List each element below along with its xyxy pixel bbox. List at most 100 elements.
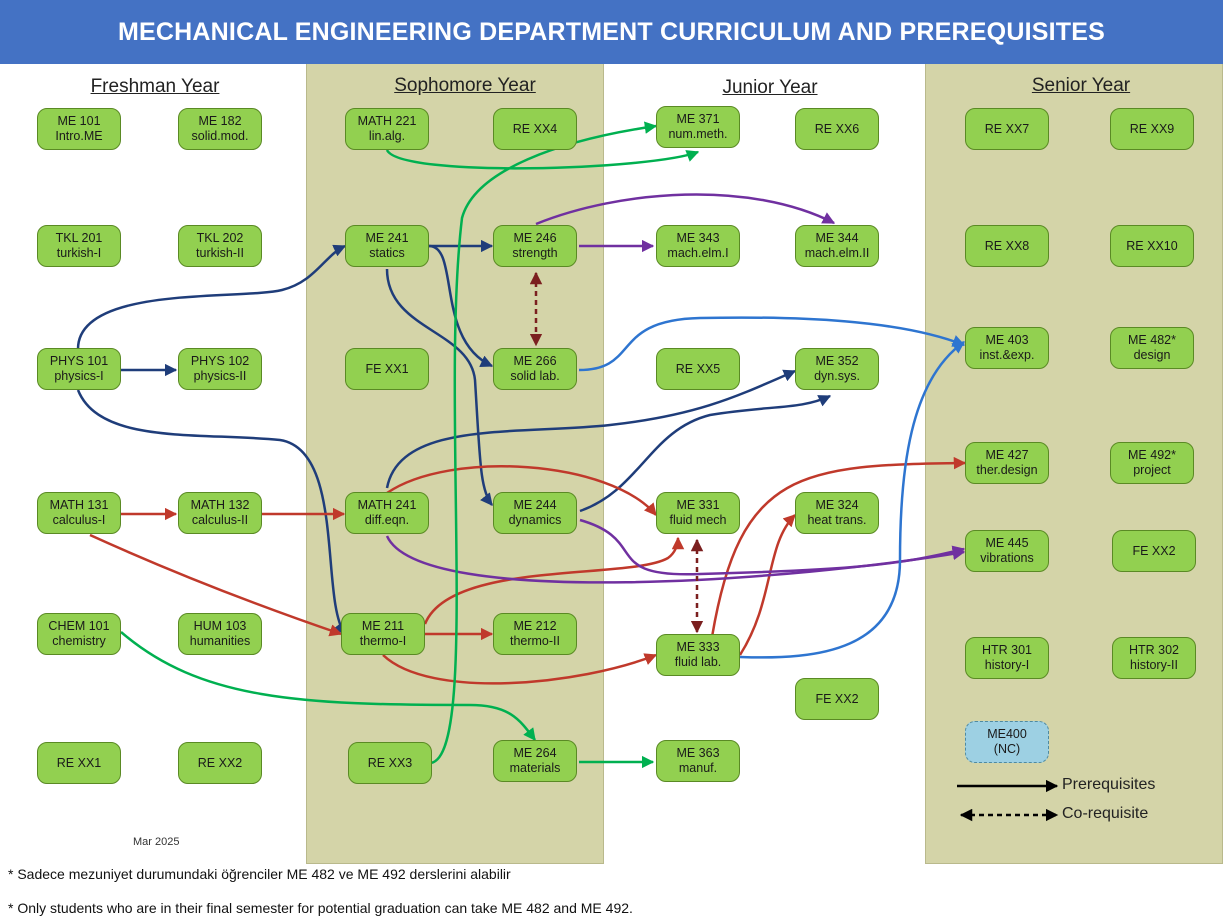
course-rexx8[interactable]: RE XX8 (965, 225, 1049, 267)
course-fexx2-junior[interactable]: FE XX2 (795, 678, 879, 720)
course-code: MATH 221 (357, 114, 417, 128)
course-code: ME 427 (985, 448, 1029, 462)
course-name: thermo-II (509, 634, 560, 648)
course-me492[interactable]: ME 492*project (1110, 442, 1194, 484)
course-fexx1[interactable]: FE XX1 (345, 348, 429, 390)
arrow-me333-me427 (710, 456, 967, 638)
course-name: physics-I (54, 369, 104, 383)
course-name: turkish-I (56, 246, 102, 260)
course-name: lin.alg. (368, 129, 406, 143)
course-code: HTR 302 (1128, 643, 1180, 657)
arrow-math241-me352 (385, 369, 797, 489)
course-name: statics (369, 246, 405, 260)
course-rexx10[interactable]: RE XX10 (1110, 225, 1194, 267)
course-rexx9[interactable]: RE XX9 (1110, 108, 1194, 150)
course-name: history-II (1130, 658, 1178, 672)
course-rexx7[interactable]: RE XX7 (965, 108, 1049, 150)
footnote-english: * Only students who are in their final s… (8, 900, 633, 916)
course-rexx4[interactable]: RE XX4 (493, 108, 577, 150)
course-code: HUM 103 (193, 619, 247, 633)
course-rexx2[interactable]: RE XX2 (178, 742, 262, 784)
course-rexx5[interactable]: RE XX5 (656, 348, 740, 390)
course-code: RE XX1 (56, 755, 102, 770)
year-heading-sophomore: Sophomore Year (394, 75, 536, 96)
title-bar (0, 0, 1223, 64)
page-title: MECHANICAL ENGINEERING DEPARTMENT CURRIC… (118, 18, 1105, 46)
course-code: ME 403 (985, 333, 1029, 347)
course-code: ME 211 (361, 619, 405, 633)
legend-corequisite-label: Co-requisite (1062, 805, 1149, 822)
course-name: dynamics (508, 513, 562, 527)
course-name: fluid mech (669, 513, 727, 527)
course-code: MATH 131 (49, 498, 109, 512)
course-code: RE XX8 (984, 238, 1030, 253)
course-code: ME 241 (365, 231, 409, 245)
course-name: chemistry (52, 634, 106, 648)
course-code: RE XX6 (814, 121, 860, 136)
arrow-me211-me331 (423, 536, 685, 625)
course-name: history-I (984, 658, 1030, 672)
arrow-chem101-me264 (120, 631, 537, 742)
arrow-me244-me352 (579, 394, 832, 513)
course-name: design (1133, 348, 1171, 362)
course-fexx2-senior[interactable]: FE XX2 (1112, 530, 1196, 572)
course-code: ME 363 (676, 746, 720, 760)
course-me482[interactable]: ME 482*design (1110, 327, 1194, 369)
course-code: ME400 (987, 727, 1027, 741)
course-name: materials (509, 761, 561, 775)
course-name: strength (512, 246, 558, 260)
course-code: ME 445 (985, 536, 1029, 550)
course-code: ME 244 (513, 498, 557, 512)
course-code: TKL 202 (196, 231, 244, 245)
course-code: PHYS 102 (190, 354, 250, 368)
course-code: ME 492* (1128, 448, 1176, 462)
course-me400-nc[interactable]: ME400(NC) (965, 721, 1049, 763)
course-name: manuf. (678, 761, 718, 775)
course-code: ME 482* (1128, 333, 1176, 347)
arrow-math241-me331 (386, 465, 657, 516)
arrow-me246-me344 (535, 193, 836, 226)
course-rexx6[interactable]: RE XX6 (795, 108, 879, 150)
course-code: MATH 241 (357, 498, 417, 512)
course-name: dyn.sys. (814, 369, 860, 383)
arrow-me241-me244 (385, 268, 494, 506)
course-name: Intro.ME (55, 129, 103, 143)
course-name: inst.&exp. (979, 348, 1035, 362)
course-rexx1[interactable]: RE XX1 (37, 742, 121, 784)
course-name: num.meth. (668, 127, 728, 141)
course-rexx3[interactable]: RE XX3 (348, 742, 432, 784)
